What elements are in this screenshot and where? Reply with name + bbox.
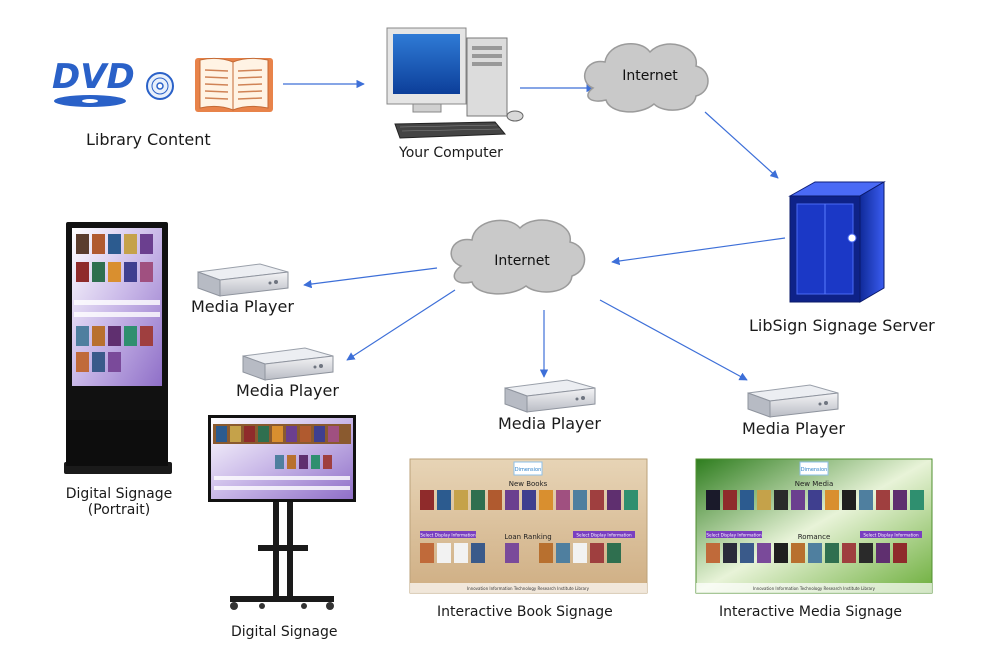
digital-signage-portrait-label: Digital Signage (Portrait): [57, 486, 181, 518]
book-icon: [195, 57, 273, 112]
internet-label-top: Internet: [622, 68, 678, 84]
disc-icon: [146, 72, 174, 100]
interactive-book-signage-label: Interactive Book Signage: [437, 604, 613, 620]
media-player-1-label: Media Player: [191, 297, 294, 316]
media-player-1-icon: [197, 263, 289, 297]
digital-signage-label: Digital Signage: [231, 624, 338, 640]
library-content-label: Library Content: [86, 130, 211, 149]
book-signage-footer: Innovation Information Technology Resear…: [467, 586, 590, 591]
media-player-2-icon: [242, 347, 334, 381]
book-signage-loan-ranking-row: [420, 543, 621, 563]
book-signage-select-display-left: Select Display Information: [420, 533, 476, 538]
media-player-4-label: Media Player: [742, 419, 845, 438]
connection-arrows: [283, 79, 786, 381]
your-computer-label: Your Computer: [399, 145, 503, 161]
media-signage-new-media-row: [706, 490, 924, 510]
book-signage-new-books-row: [420, 490, 638, 510]
media-player-2-label: Media Player: [236, 381, 339, 400]
landscape-signage-stand-icon: [208, 415, 356, 610]
book-signage-logo: Dimension: [515, 467, 542, 473]
internet-cloud-middle: Internet: [450, 219, 586, 295]
interactive-media-signage-screen: Dimension New Media Select Display Infor…: [695, 458, 933, 594]
media-player-3-icon: [504, 379, 596, 413]
media-signage-select-display-right: Select Display Information: [863, 533, 919, 538]
media-signage-footer: Innovation Information Technology Resear…: [753, 586, 876, 591]
media-signage-new-media-title: New Media: [795, 480, 834, 488]
digital-signage-portrait-line2: (Portrait): [87, 502, 151, 518]
portrait-kiosk-icon: [64, 222, 172, 474]
media-signage-romance-title: Romance: [798, 533, 831, 541]
internet-label-middle: Internet: [494, 253, 550, 269]
media-signage-romance-row: [706, 543, 907, 563]
digital-signage-portrait-line1: Digital Signage: [65, 486, 173, 502]
interactive-book-signage-screen: Dimension New Books Select Display Infor…: [409, 458, 648, 594]
media-player-3-label: Media Player: [498, 414, 601, 433]
book-signage-loan-ranking-title: Loan Ranking: [504, 533, 551, 541]
dvd-logo-icon: DVD: [52, 57, 135, 107]
media-signage-logo: Dimension: [801, 467, 828, 473]
book-signage-select-display-right: Select Display Information: [576, 533, 632, 538]
libsign-server-label: LibSign Signage Server: [749, 316, 935, 335]
svg-text:DVD: DVD: [52, 57, 135, 97]
book-signage-new-books-title: New Books: [509, 480, 548, 488]
computer-icon: [386, 27, 524, 139]
internet-cloud-top: Internet: [583, 43, 709, 113]
interactive-media-signage-label: Interactive Media Signage: [719, 604, 902, 620]
server-icon: [788, 181, 886, 303]
media-signage-select-display-left: Select Display Information: [706, 533, 762, 538]
media-player-4-icon: [747, 384, 839, 418]
